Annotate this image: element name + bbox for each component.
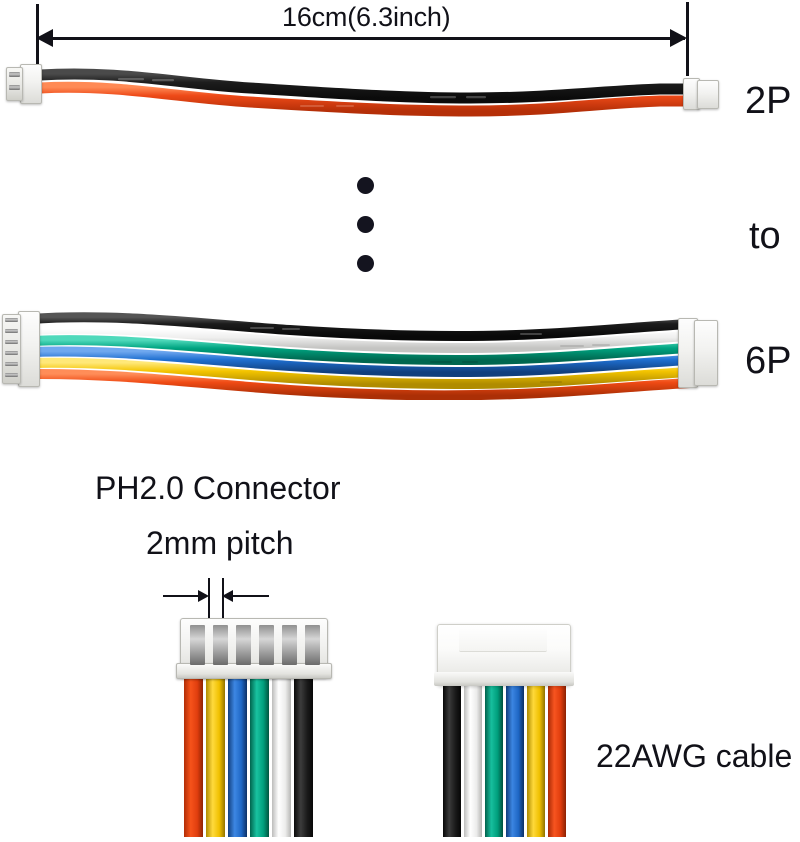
connector-6p-left-pin-2: [5, 329, 18, 333]
dimension-rule: [40, 37, 685, 40]
connector-2p-left-pin-2: [9, 85, 20, 90]
label-pitch: 2mm pitch: [146, 525, 294, 561]
closeup-male-flange: [176, 663, 332, 679]
closeup-male-pin-2: [213, 625, 228, 665]
pitch-rule-right: [233, 595, 269, 597]
label-cable-gauge: 22AWG cable: [596, 738, 793, 774]
pitch-rule-left: [163, 595, 199, 597]
ellipsis-dot-1: [357, 177, 374, 194]
closeup-male-wires: [184, 673, 313, 837]
dimension-arrow-left-icon: [36, 29, 53, 47]
closeup-female-connector: [434, 620, 577, 842]
closeup-male-pin-4: [259, 625, 274, 665]
pitch-arrow-left-icon: [198, 590, 209, 602]
dimension-label: 16cm(6.3inch): [282, 2, 451, 32]
label-to: to: [749, 215, 781, 257]
closeup-male-pin-5: [282, 625, 297, 665]
cable-6p: [0, 300, 740, 400]
pitch-extension-line-right: [222, 578, 224, 630]
cable-6p-wires: [25, 312, 695, 400]
ellipsis-dot-2: [357, 216, 374, 233]
closeup-male-connector: [176, 615, 340, 842]
closeup-female-wires: [443, 682, 566, 837]
connector-6p-left-pin-5: [5, 362, 18, 366]
pitch-extension-line-left: [208, 578, 210, 630]
connector-6p-left-pin-6: [5, 373, 18, 377]
connector-6p-right-body: [694, 320, 718, 386]
connector-2p-left-body: [20, 64, 42, 104]
closeup-male-pin-3: [236, 625, 251, 665]
connector-2p-right-body: [697, 80, 719, 109]
connector-6p-left-pin-4: [5, 351, 18, 355]
dimension-extension-line-right: [686, 2, 689, 76]
closeup-female-latch: [459, 626, 547, 652]
connector-6p-left-pin-1: [5, 318, 18, 322]
closeup-male-pin-6: [305, 625, 320, 665]
label-2p: 2P: [745, 80, 792, 122]
dimension-arrow-right-icon: [670, 29, 687, 47]
cable-2p: [0, 58, 740, 128]
connector-6p-left-body: [18, 311, 40, 387]
closeup-female-lip: [434, 672, 574, 686]
pitch-arrow-right-icon: [222, 590, 233, 602]
connector-6p-left-pin-3: [5, 340, 18, 344]
label-connector-type: PH2.0 Connector: [95, 470, 341, 506]
ellipsis-dot-3: [357, 255, 374, 272]
label-6p: 6P: [745, 340, 792, 382]
closeup-male-pin-1: [190, 625, 205, 665]
cable-2p-wires: [34, 68, 701, 117]
connector-2p-left-pin-1: [9, 72, 20, 77]
